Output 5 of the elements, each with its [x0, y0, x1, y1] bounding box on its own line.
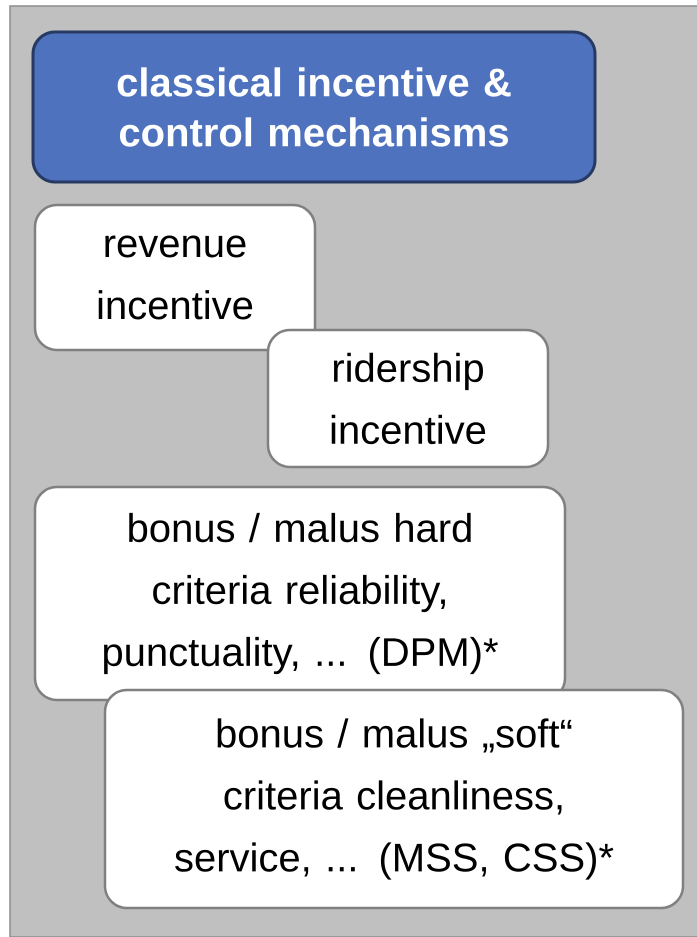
criteria-box: bonus / malus „soft“ criteria cleanliness, service, ... (MSS, CSS)*	[104, 688, 684, 910]
criteria-box: ridership incentive	[266, 328, 550, 468]
criteria-box: bonus / malus hard criteria reliability, punctuality, ... (DPM)*	[34, 486, 566, 702]
title-box: classical incentive & control mechanisms	[32, 30, 596, 184]
criteria-box: revenue incentive	[34, 204, 316, 352]
